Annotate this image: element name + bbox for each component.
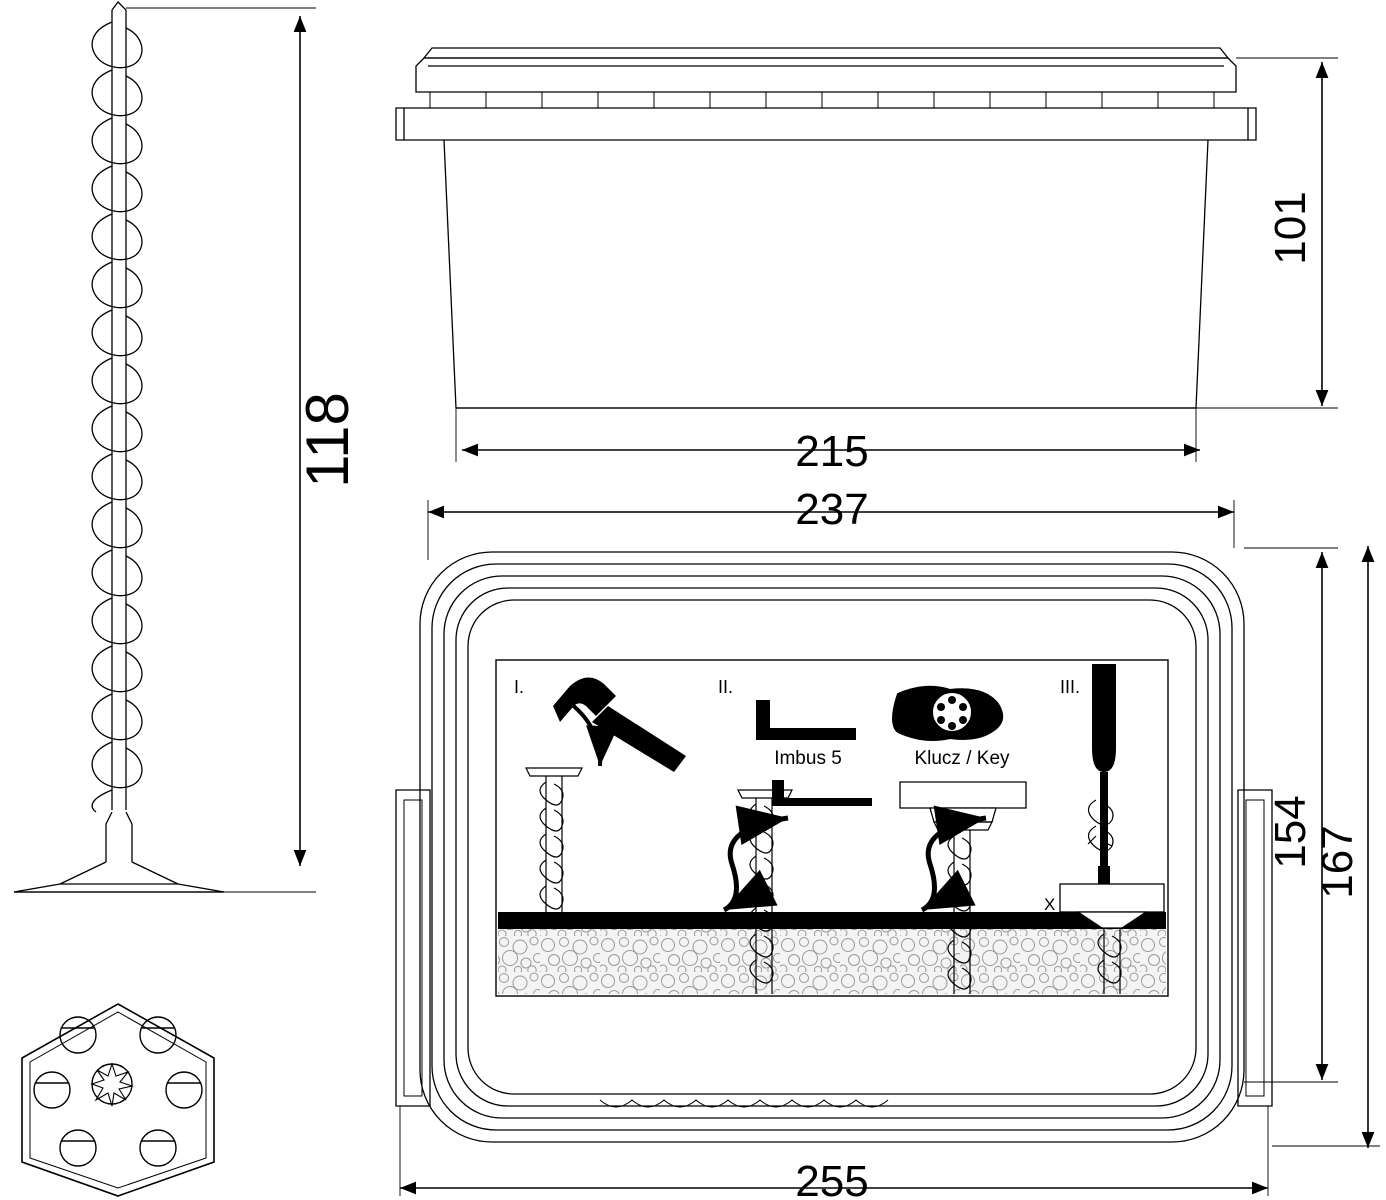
dimension-value-box-outer-height: 167 (1313, 825, 1362, 898)
screw-icon-5 (1097, 928, 1122, 994)
x-marker: X (1044, 895, 1055, 914)
step-marker-3: III. (1060, 677, 1080, 697)
dimension-value-box-side-width: 215 (795, 427, 868, 476)
wrench-icon (892, 685, 1004, 741)
hex-key-icon (756, 700, 856, 740)
screw-icon-4 (1087, 799, 1114, 852)
center-drive-icon (90, 1062, 135, 1107)
rotation-arrow-icon-2 (722, 805, 789, 913)
dimension-box-outer-width: 255 (399, 1106, 1269, 1200)
box-side-view (395, 47, 1257, 409)
screw-head-top-view (21, 1003, 215, 1197)
screw-side-view (13, 1, 225, 893)
cap-plate (1059, 883, 1165, 913)
box-top-view (395, 551, 1273, 1143)
cap-cone (1076, 911, 1148, 929)
screw-thread (91, 21, 143, 813)
dimension-value-box-side-height: 101 (1266, 191, 1315, 264)
step-marker-2: II. (718, 677, 733, 697)
dimension-value-box-top-width: 237 (795, 485, 868, 534)
dimension-value-box-top-height: 154 (1266, 795, 1315, 868)
dimension-value-box-outer-width: 255 (795, 1157, 868, 1200)
dimension-box-top-height: 154 (1244, 547, 1338, 1083)
step-marker-1: I. (514, 677, 524, 697)
dimension-box-outer-height: 167 (1272, 546, 1380, 1148)
dimension-box-top-width: 237 (427, 485, 1235, 560)
head-holes (33, 1016, 203, 1167)
wrench-label: Klucz / Key (914, 748, 1010, 769)
rim-ribs (429, 92, 1215, 108)
dimension-screw-length: 118 (126, 7, 361, 893)
rotation-arrow-icon-3 (920, 805, 987, 913)
dimension-box-side-width: 215 (455, 408, 1200, 476)
dimension-value-screw-length: 118 (294, 392, 361, 488)
instruction-label-panel: I. II. Imbus 5 (495, 659, 1169, 997)
hex-key-in-place-icon (772, 780, 872, 806)
screw-icon-1 (525, 767, 583, 912)
dimension-box-side-height: 101 (1196, 57, 1338, 409)
hex-key-label: Imbus 5 (774, 748, 842, 769)
hammer-icon (553, 677, 686, 772)
rotation-arrow-icon-1 (564, 698, 618, 767)
